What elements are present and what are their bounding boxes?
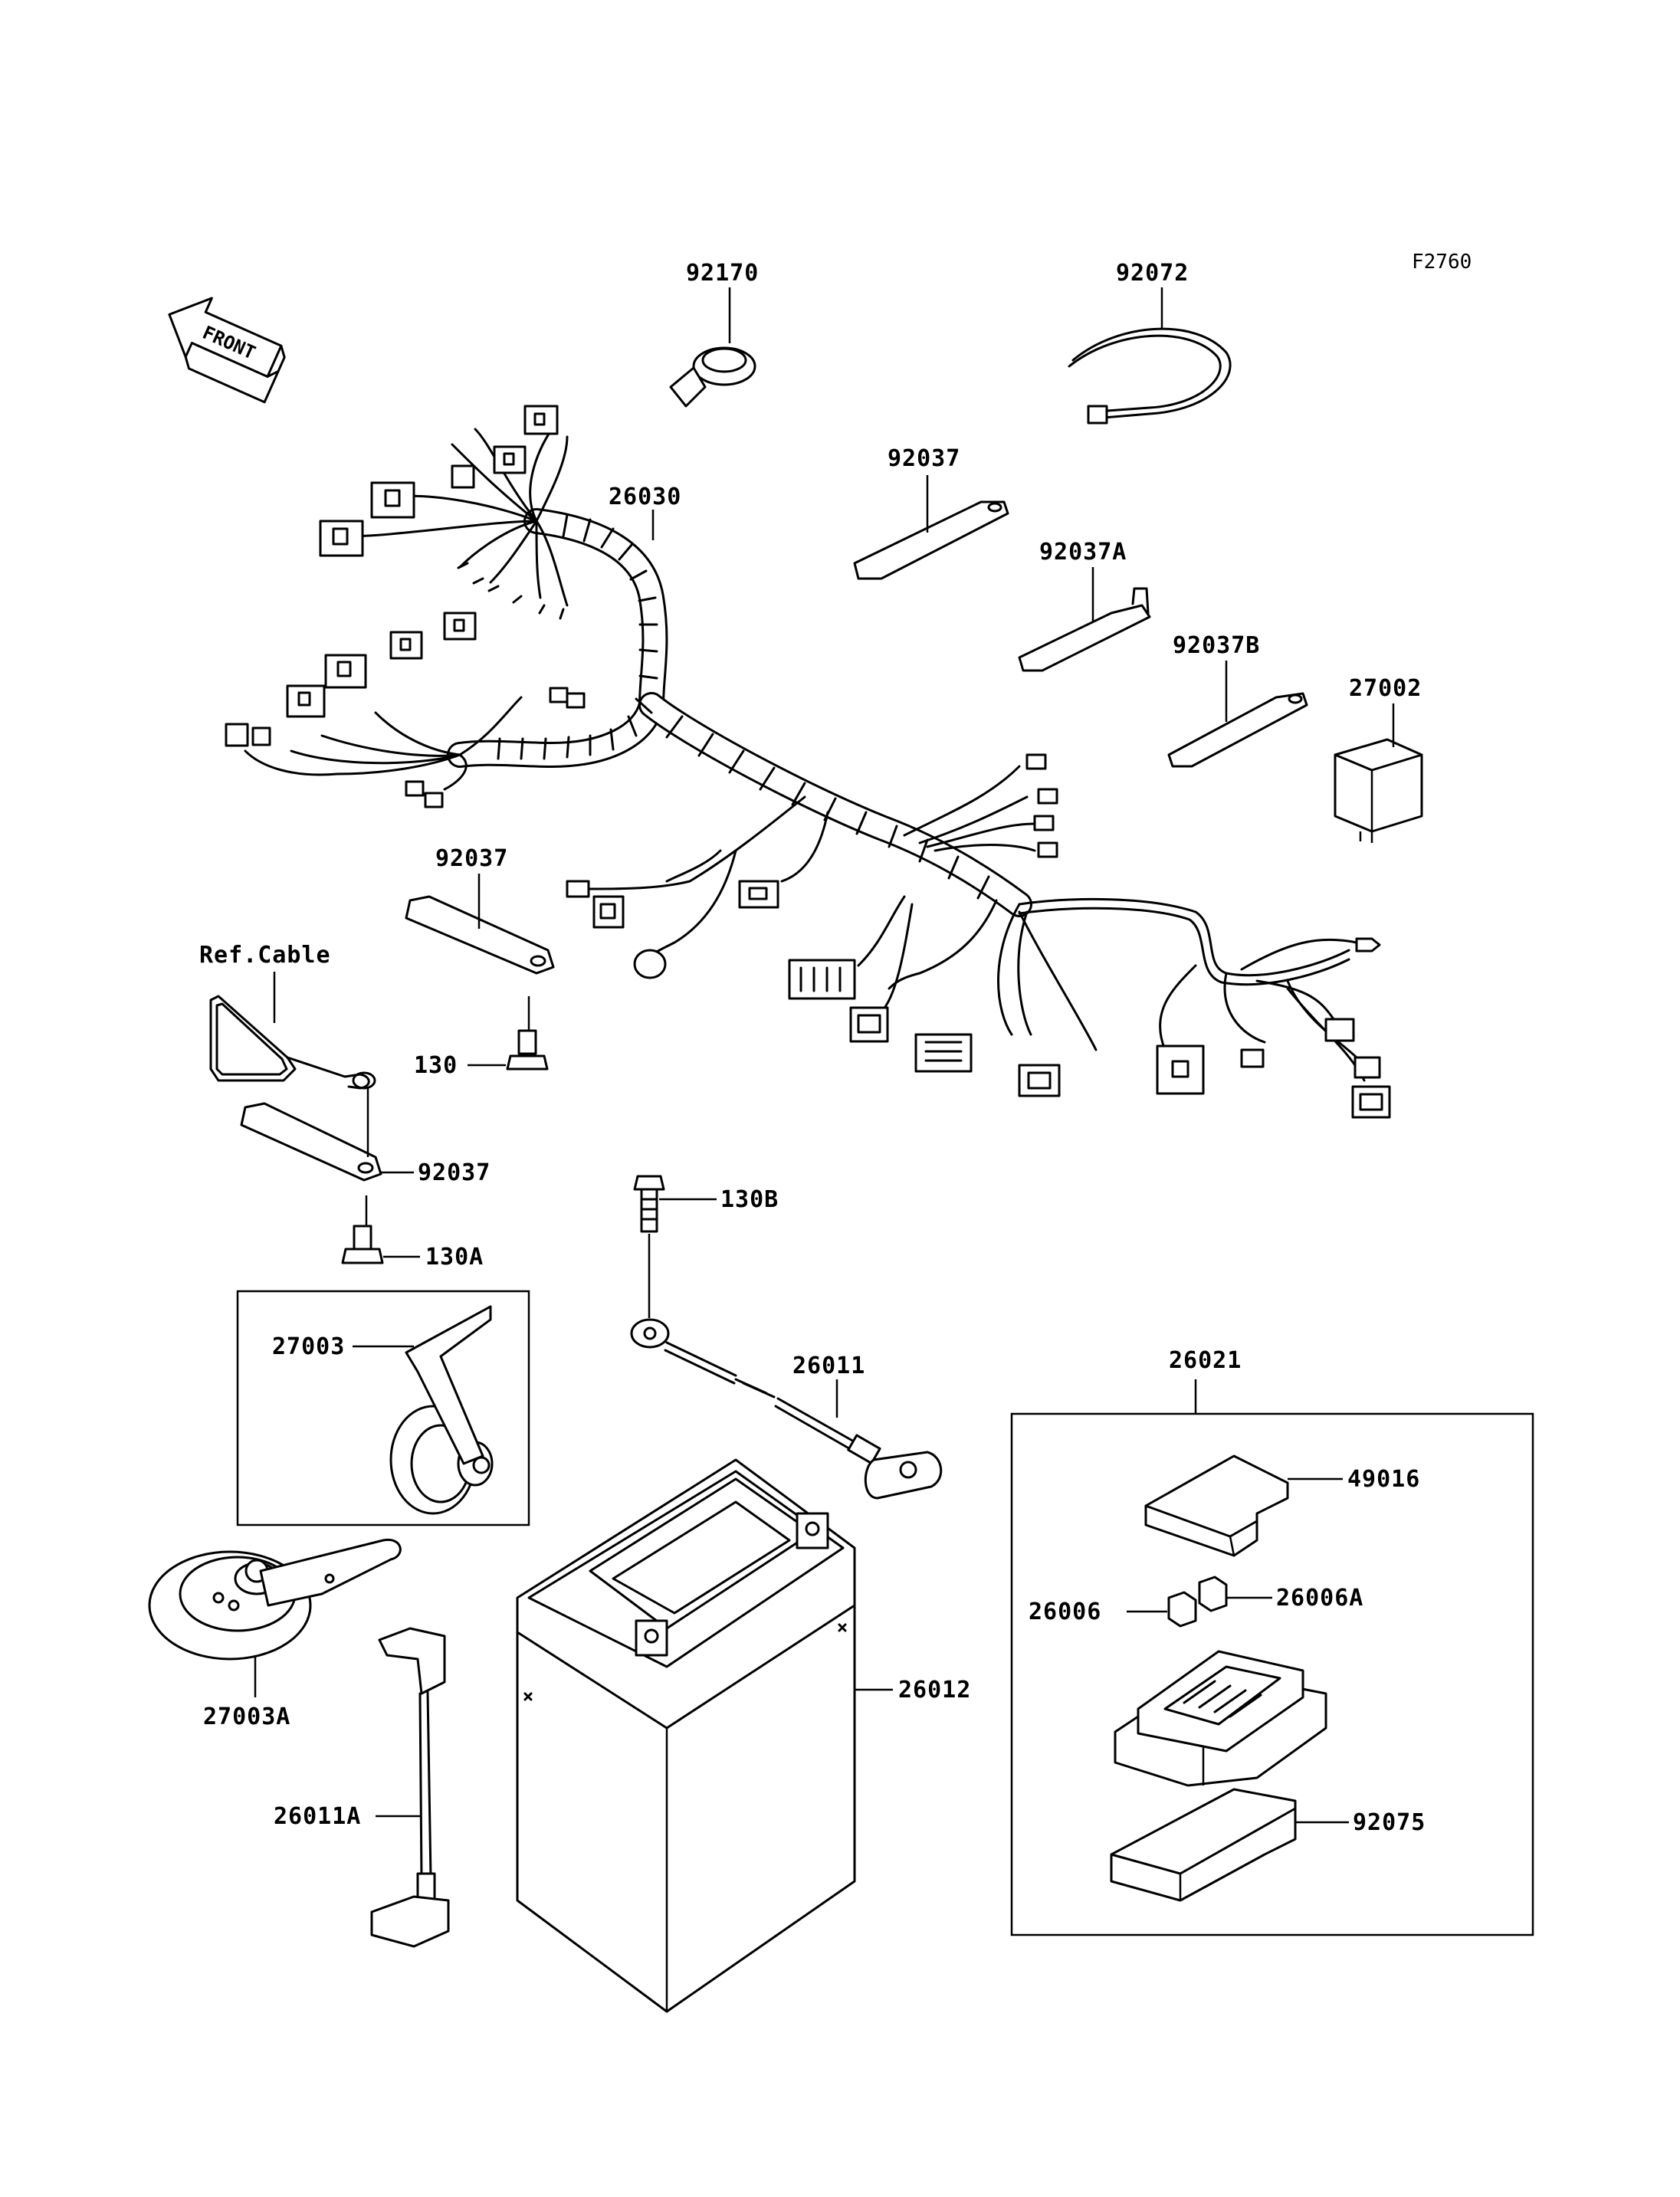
label-49016: 49016 bbox=[1347, 1466, 1420, 1493]
part-92037A-clamp bbox=[1018, 567, 1151, 672]
part-27003-horn bbox=[353, 1305, 494, 1515]
part-130B-bolt bbox=[633, 1175, 717, 1318]
part-26006A-fuse bbox=[1198, 1576, 1272, 1612]
fuse-box-body bbox=[1114, 1650, 1327, 1787]
label-27002: 27002 bbox=[1349, 675, 1422, 702]
fuse-box-26021-group bbox=[1010, 1412, 1534, 1936]
label-92037A: 92037A bbox=[1039, 539, 1127, 566]
part-92072-cable-tie bbox=[1068, 287, 1232, 425]
label-26011: 26011 bbox=[792, 1353, 865, 1379]
ref-cable bbox=[209, 972, 376, 1090]
part-130-bolt bbox=[468, 1029, 549, 1071]
label-26006A: 26006A bbox=[1276, 1585, 1363, 1612]
label-130A: 130A bbox=[425, 1244, 484, 1271]
horn-27003-box bbox=[236, 1290, 530, 1526]
part-26011A-lead bbox=[370, 1627, 450, 1948]
part-26011-ground-cable bbox=[630, 1318, 943, 1500]
label-26011A: 26011A bbox=[274, 1803, 361, 1830]
label-92037B: 92037B bbox=[1173, 632, 1260, 659]
label-92037-low: 92037 bbox=[418, 1159, 491, 1186]
part-92037-clamp-top bbox=[853, 475, 1009, 580]
label-26021: 26021 bbox=[1169, 1347, 1242, 1374]
part-49016-cover bbox=[1144, 1454, 1343, 1557]
label-92037-mid: 92037 bbox=[435, 845, 508, 872]
ref-cable-label: Ref.Cable bbox=[199, 942, 331, 969]
label-26012: 26012 bbox=[898, 1677, 971, 1703]
label-26006: 26006 bbox=[1029, 1599, 1101, 1625]
part-130A-bolt bbox=[341, 1225, 420, 1264]
label-92037-top: 92037 bbox=[888, 445, 960, 472]
part-92170-clamp bbox=[669, 287, 756, 408]
part-27003A-horn bbox=[148, 1538, 402, 1697]
part-92037-clamp-mid bbox=[405, 874, 555, 1031]
label-27003A: 27003A bbox=[203, 1703, 290, 1730]
label-130: 130 bbox=[414, 1052, 458, 1079]
label-92170: 92170 bbox=[686, 260, 759, 287]
part-92037B-clamp bbox=[1167, 661, 1308, 768]
part-26030-main-harness bbox=[225, 405, 1391, 1119]
part-92075-cover bbox=[1110, 1788, 1349, 1902]
part-27002-relay bbox=[1334, 703, 1423, 843]
label-92072: 92072 bbox=[1116, 260, 1189, 287]
label-92075: 92075 bbox=[1353, 1809, 1426, 1836]
diagram-code: F2760 bbox=[1412, 251, 1472, 274]
label-130B: 130B bbox=[720, 1186, 779, 1213]
part-26012-battery bbox=[516, 1458, 893, 2013]
part-26006-fuse bbox=[1127, 1591, 1197, 1628]
label-27003: 27003 bbox=[272, 1333, 345, 1360]
part-92037-clamp-low bbox=[240, 1087, 414, 1226]
label-26030: 26030 bbox=[609, 484, 681, 510]
